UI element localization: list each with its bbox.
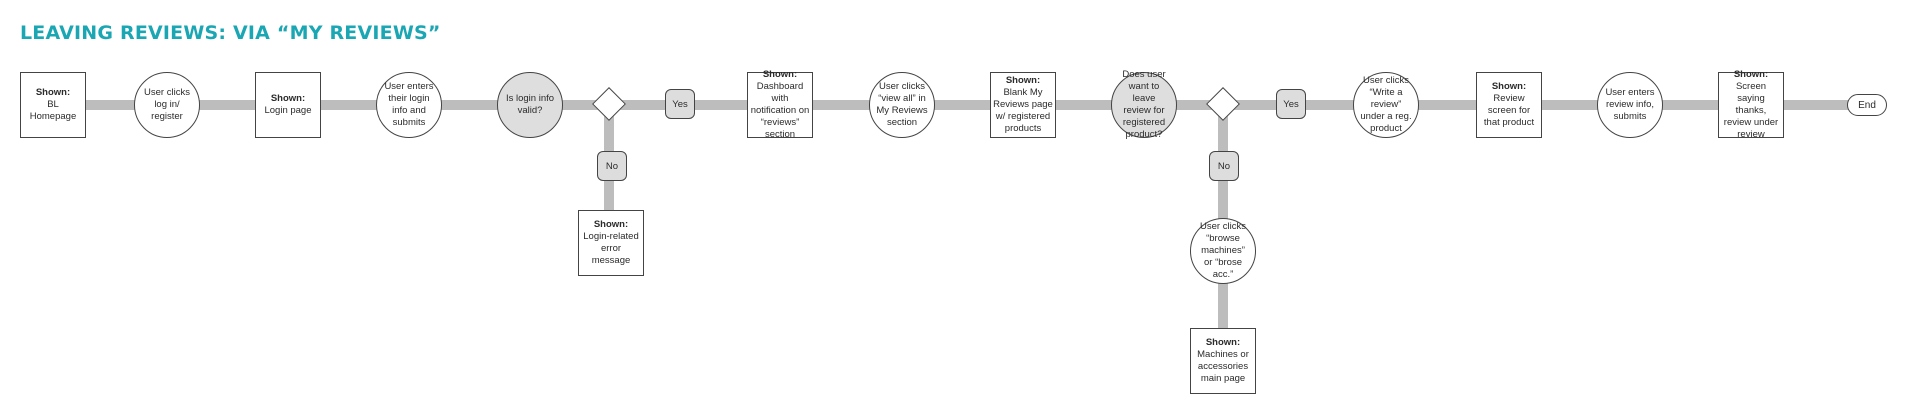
node-text: Is login info valid? <box>505 93 555 116</box>
decision-login-valid: Is login info valid? <box>497 72 563 138</box>
yes-tag-review: Yes <box>1276 89 1306 119</box>
browse-connector <box>1218 105 1228 330</box>
node-login-page: Shown: Login page <box>255 72 321 138</box>
node-user-clicks-login: User clicks log in/ register <box>134 72 200 138</box>
tag-text: No <box>1217 160 1231 172</box>
decision-diamond-review <box>1206 87 1240 121</box>
node-view-all: User clicks “view all” in My Reviews sec… <box>869 72 935 138</box>
no-tag-login: No <box>597 151 627 181</box>
node-text: Machines or accessories main page <box>1197 349 1249 384</box>
main-flow-connector <box>60 100 1850 110</box>
node-label: Shown: <box>270 93 306 105</box>
node-text: Screen saying thanks, review under revie… <box>1723 81 1779 140</box>
node-label: Shown: <box>762 69 798 81</box>
end-text: End <box>1858 99 1876 111</box>
decision-diamond-login <box>592 87 626 121</box>
node-bl-homepage: Shown: BL Homepage <box>20 72 86 138</box>
node-text: Does user want to leave review for regis… <box>1122 69 1166 140</box>
node-label: Shown: <box>1005 75 1041 87</box>
node-label: Shown: <box>35 87 71 99</box>
decision-leave-review: Does user want to leave review for regis… <box>1111 69 1177 140</box>
node-login-error: Shown: Login-related error message <box>578 210 644 276</box>
node-text: User clicks “browse machines” or “brose … <box>1200 221 1246 280</box>
page-title: LEAVING REVIEWS: VIA “MY REVIEWS” <box>20 22 441 44</box>
node-text: Dashboard with notification on “reviews”… <box>750 81 810 140</box>
node-text: Review screen for that product <box>1483 93 1535 128</box>
node-thanks: Shown: Screen saying thanks, review unde… <box>1718 69 1784 140</box>
node-machines-page: Shown: Machines or accessories main page <box>1190 328 1256 394</box>
node-text: Login-related error message <box>583 231 639 266</box>
node-text: User clicks log in/ register <box>144 87 190 122</box>
node-label: Shown: <box>1733 69 1769 81</box>
node-text: User enters review info, submits <box>1605 87 1655 122</box>
node-label: Shown: <box>1491 81 1527 93</box>
tag-text: Yes <box>672 98 688 110</box>
node-text: User clicks “view all” in My Reviews sec… <box>876 81 928 128</box>
node-label: Shown: <box>1205 337 1241 349</box>
node-blank-reviews: Shown: Blank My Reviews page w/ register… <box>990 72 1056 138</box>
node-text: Login page <box>264 105 312 116</box>
node-text: BL Homepage <box>29 99 77 122</box>
node-label: Shown: <box>593 219 629 231</box>
node-browse: User clicks “browse machines” or “brose … <box>1190 218 1256 284</box>
node-text: Blank My Reviews page w/ registered prod… <box>993 87 1053 134</box>
node-dashboard: Shown: Dashboard with notification on “r… <box>747 69 813 140</box>
tag-text: Yes <box>1283 98 1299 110</box>
node-write-review: User clicks “Write a review” under a reg… <box>1353 72 1419 138</box>
node-text: User enters their login info and submits <box>384 81 434 128</box>
node-text: User clicks “Write a review” under a reg… <box>1360 75 1412 134</box>
no-tag-review: No <box>1209 151 1239 181</box>
node-user-enters-login: User enters their login info and submits <box>376 72 442 138</box>
end-terminal: End <box>1847 94 1887 116</box>
yes-tag-login: Yes <box>665 89 695 119</box>
node-review-screen: Shown: Review screen for that product <box>1476 72 1542 138</box>
tag-text: No <box>605 160 619 172</box>
node-enters-review: User enters review info, submits <box>1597 72 1663 138</box>
